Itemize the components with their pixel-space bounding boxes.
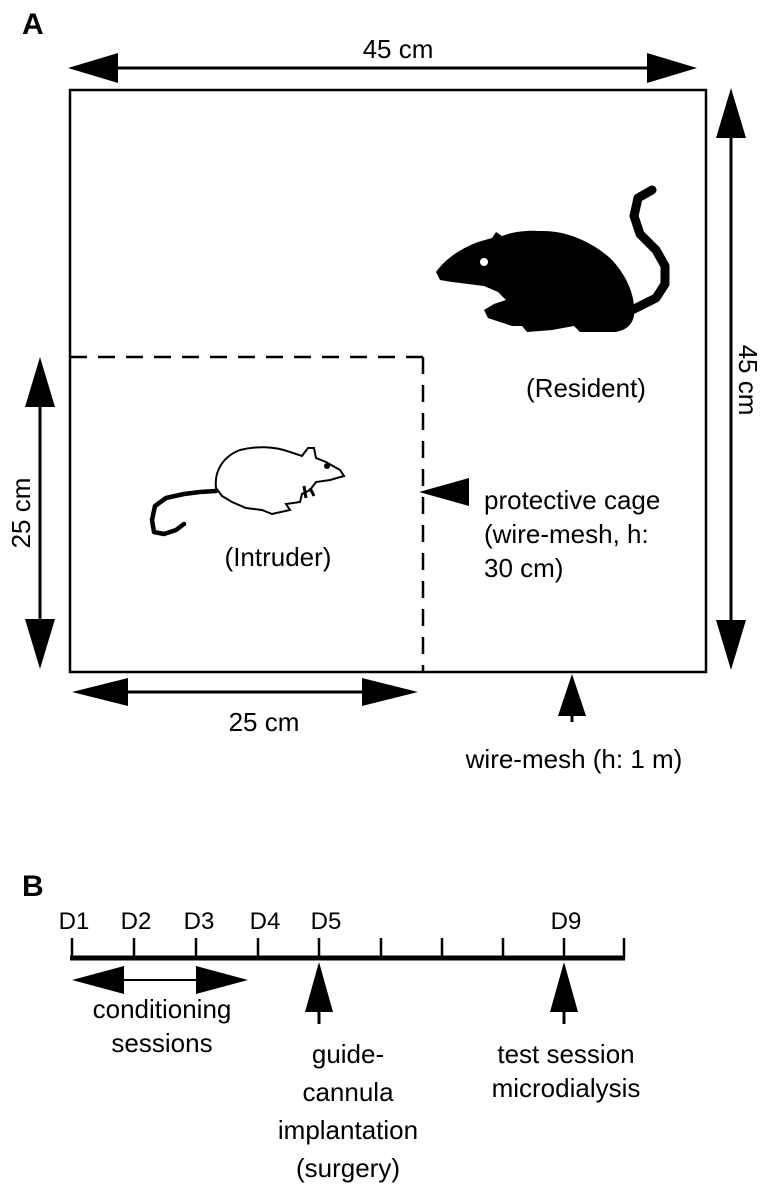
conditioning-arrow	[72, 966, 248, 994]
day-label-d4: D4	[250, 908, 281, 935]
day-label-d9: D9	[551, 908, 582, 935]
surgery-label-line-1: guide-	[312, 1039, 384, 1069]
conditioning-label-line-1: conditioning	[93, 994, 232, 1024]
cage-label-line-3: 30 cm)	[484, 553, 563, 583]
top-width-label: 45 cm	[363, 34, 434, 64]
cage-pointer-arrow	[419, 478, 469, 506]
cage-label-line-1: protective cage	[484, 485, 660, 515]
wire-mesh-arrow	[558, 674, 586, 722]
conditioning-label-line-2: sessions	[111, 1028, 212, 1058]
surgery-label-line-4: (surgery)	[296, 1153, 400, 1183]
day-label-d2: D2	[121, 908, 152, 935]
protective-cage-outline	[70, 355, 425, 672]
day-label-d5: D5	[311, 908, 342, 935]
left-height-label: 25 cm	[6, 478, 36, 549]
surgery-label-line-3: implantation	[278, 1115, 418, 1145]
surgery-label-line-2: cannula	[302, 1077, 394, 1107]
top-width-arrow	[68, 53, 697, 83]
cage-label-line-2: (wire-mesh, h:	[484, 519, 649, 549]
timeline-ticks	[70, 938, 626, 958]
bottom-width-label: 25 cm	[229, 707, 300, 737]
right-height-label: 45 cm	[733, 345, 763, 416]
day-label-d3: D3	[184, 908, 215, 935]
intruder-rat-icon	[149, 446, 346, 537]
left-height-arrow	[25, 357, 55, 669]
intruder-label: (Intruder)	[225, 542, 332, 572]
resident-rat-icon	[436, 185, 670, 332]
bottom-width-arrow	[72, 678, 418, 706]
panel-b-letter: B	[22, 870, 44, 903]
test-label-line-2: microdialysis	[492, 1073, 641, 1103]
arena-outline	[68, 88, 708, 674]
right-height-arrow	[716, 88, 746, 670]
day-label-d1: D1	[59, 908, 90, 935]
test-session-arrow	[550, 962, 578, 1024]
surgery-arrow	[305, 962, 333, 1024]
resident-label: (Resident)	[526, 373, 646, 403]
test-label-line-1: test session	[497, 1039, 634, 1069]
panel-a-letter: A	[22, 8, 44, 41]
wire-mesh-label: wire-mesh (h: 1 m)	[465, 744, 683, 774]
